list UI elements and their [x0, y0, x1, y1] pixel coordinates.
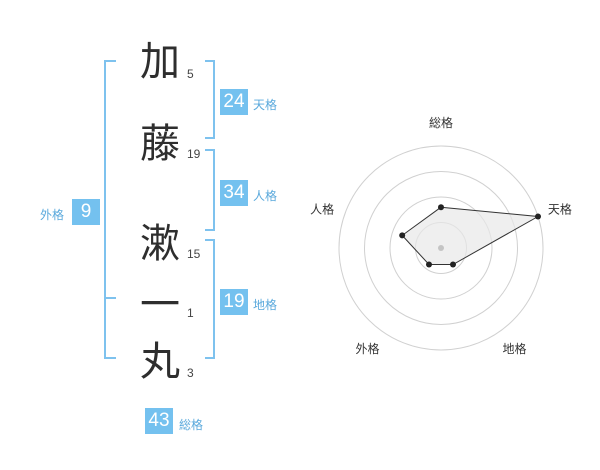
radar-axis-label: 天格: [548, 201, 572, 216]
stroke-count-1: 5: [187, 67, 194, 81]
radar-axis-label: 人格: [310, 201, 334, 216]
stroke-count-2: 19: [187, 147, 201, 161]
jinkaku-label: 人格: [253, 189, 278, 203]
tenkaku-bracket: [205, 60, 215, 139]
chikaku-label: 地格: [253, 298, 278, 312]
gaikaku-bracket: [104, 60, 116, 359]
name-char-1: 加: [140, 39, 180, 85]
tenkaku-value: 24: [220, 89, 248, 115]
radar-ring: [389, 196, 493, 300]
radar-axis-label: 外格: [356, 341, 380, 356]
gaikaku-value: 9: [72, 199, 100, 225]
name-char-4: 一: [140, 282, 180, 328]
jinkaku-bracket: [205, 149, 215, 231]
radar-ring: [338, 145, 544, 351]
radar-point: [449, 261, 456, 268]
soukaku-value: 43: [145, 408, 173, 434]
chikaku-bracket: [205, 239, 215, 359]
radar-point: [438, 204, 444, 211]
jinkaku-value: 34: [220, 180, 248, 206]
radar-axis-label: 総格: [429, 115, 453, 130]
gaikaku-label: 外格: [40, 208, 65, 222]
radar-center-dot: [438, 245, 444, 251]
stroke-count-3: 15: [187, 247, 201, 261]
radar-point: [535, 213, 542, 220]
stroke-count-4: 1: [187, 306, 194, 320]
tenkaku-label: 天格: [253, 98, 278, 112]
radar-axis-label: 地格: [502, 341, 526, 356]
radar-point: [399, 232, 406, 239]
name-char-3: 漱: [140, 221, 180, 267]
soukaku-label: 総格: [179, 418, 204, 432]
radar-area: [401, 206, 540, 265]
name-char-2: 藤: [140, 121, 180, 167]
radar-ring: [364, 171, 518, 325]
stroke-count-5: 3: [187, 366, 194, 380]
radar-dots: [399, 204, 542, 268]
name-char-5: 丸: [140, 339, 180, 385]
radar-point: [426, 261, 433, 268]
chikaku-value: 19: [220, 289, 248, 315]
